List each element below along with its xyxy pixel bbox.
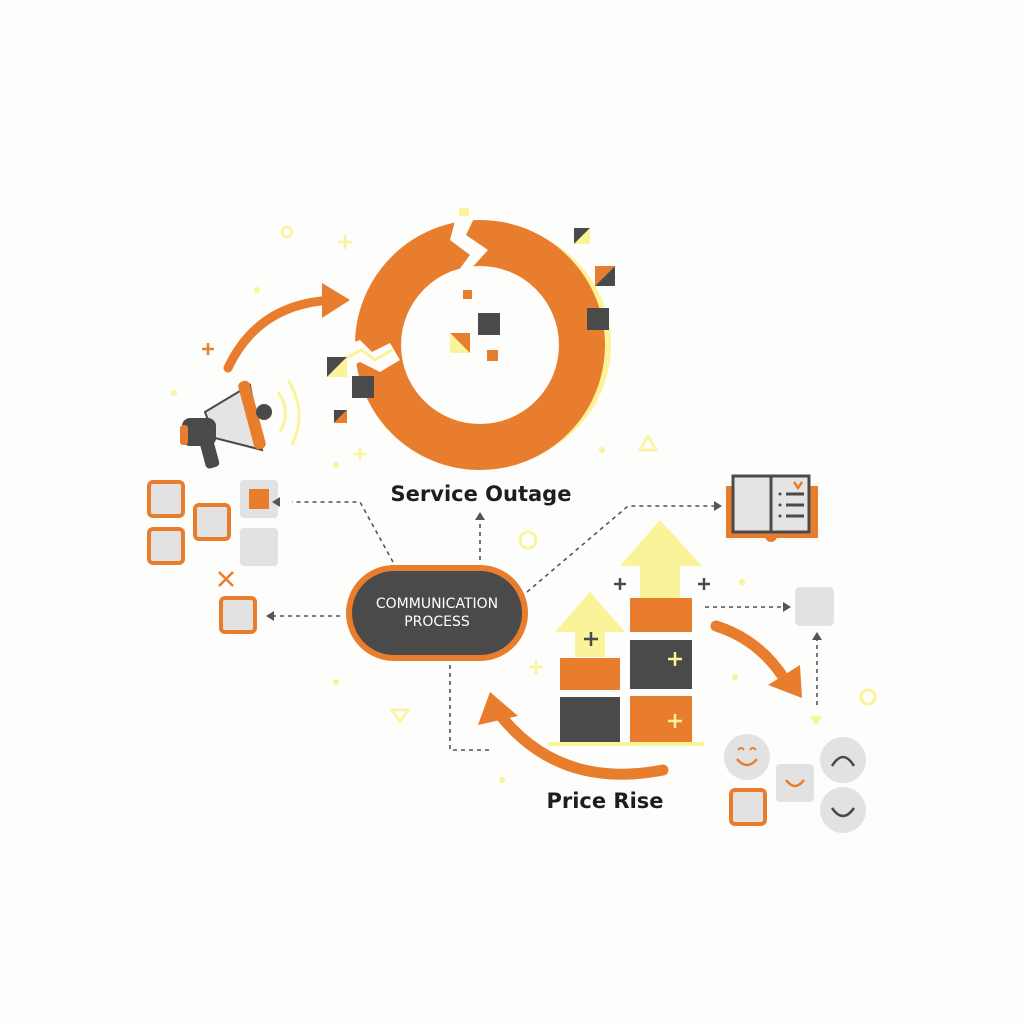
arrowheads bbox=[266, 497, 822, 640]
left-square-group bbox=[147, 480, 278, 634]
communication-process-line2: PROCESS bbox=[404, 614, 470, 630]
decorative-marks bbox=[171, 225, 877, 783]
feedback-faces bbox=[724, 587, 866, 833]
service-outage-label: Service Outage bbox=[390, 482, 572, 506]
megaphone-icon bbox=[180, 283, 350, 469]
communication-process-node: COMMUNICATION PROCESS bbox=[346, 565, 528, 661]
price-rise-label: Price Rise bbox=[546, 789, 664, 813]
book-icon bbox=[726, 474, 818, 542]
dotted-connectors bbox=[274, 501, 818, 751]
communication-process-line1: COMMUNICATION bbox=[375, 596, 499, 612]
price-rise-bar-chart-icon bbox=[548, 520, 710, 746]
curved-arrows bbox=[478, 620, 802, 780]
broken-ring-icon bbox=[327, 208, 615, 470]
